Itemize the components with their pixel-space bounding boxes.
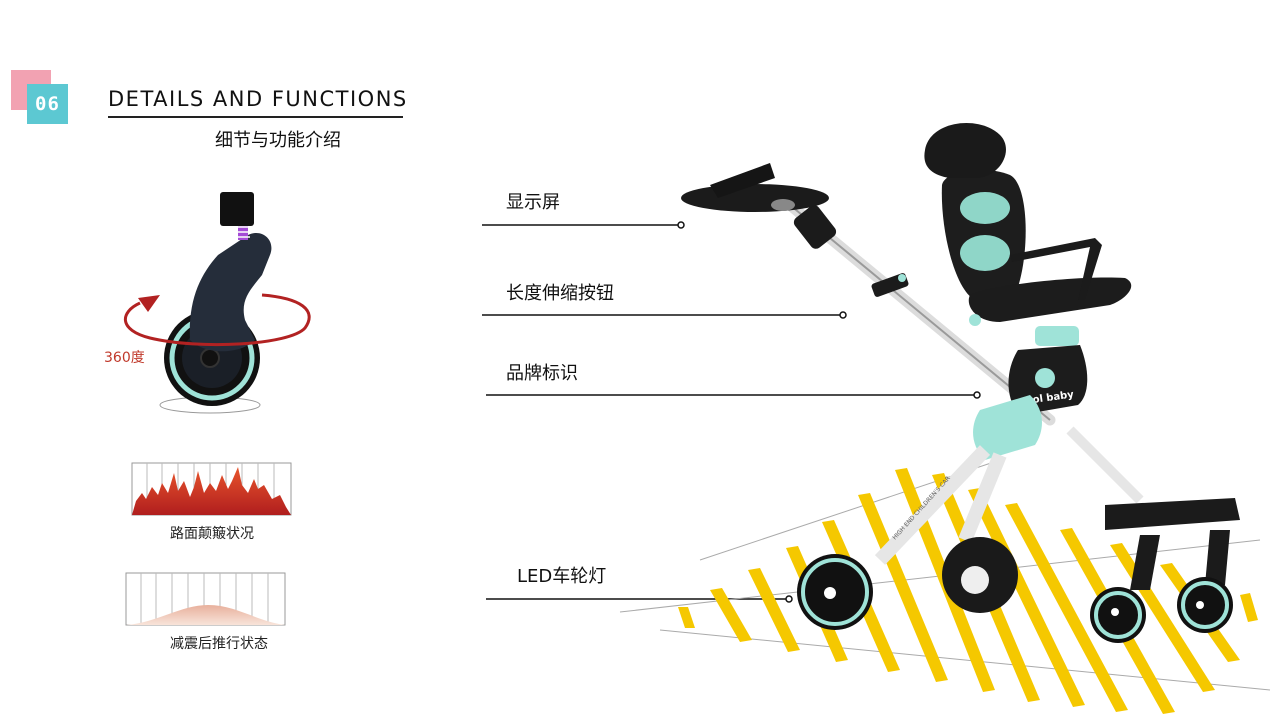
callout-brand-label: 品牌标识 xyxy=(506,363,578,384)
section-number-badge: 06 xyxy=(27,84,68,124)
callout-led-label: LED车轮灯 xyxy=(517,566,607,587)
callout-display-label: 显示屏 xyxy=(506,192,560,213)
title-underline xyxy=(108,116,403,118)
page-title-cn: 细节与功能介绍 xyxy=(215,130,341,151)
callout-telescopic-label: 长度伸缩按钮 xyxy=(506,283,614,304)
road-bump-label: 路面颠簸状况 xyxy=(170,526,254,542)
rotation-label: 360度 xyxy=(104,350,145,366)
road-bump-graph xyxy=(131,462,292,516)
caster-wheel-illustration xyxy=(123,192,311,414)
suspension-label: 减震后推行状态 xyxy=(170,636,268,652)
page-title-en: DETAILS AND FUNCTIONS xyxy=(108,87,408,111)
suspension-graph xyxy=(125,572,286,626)
